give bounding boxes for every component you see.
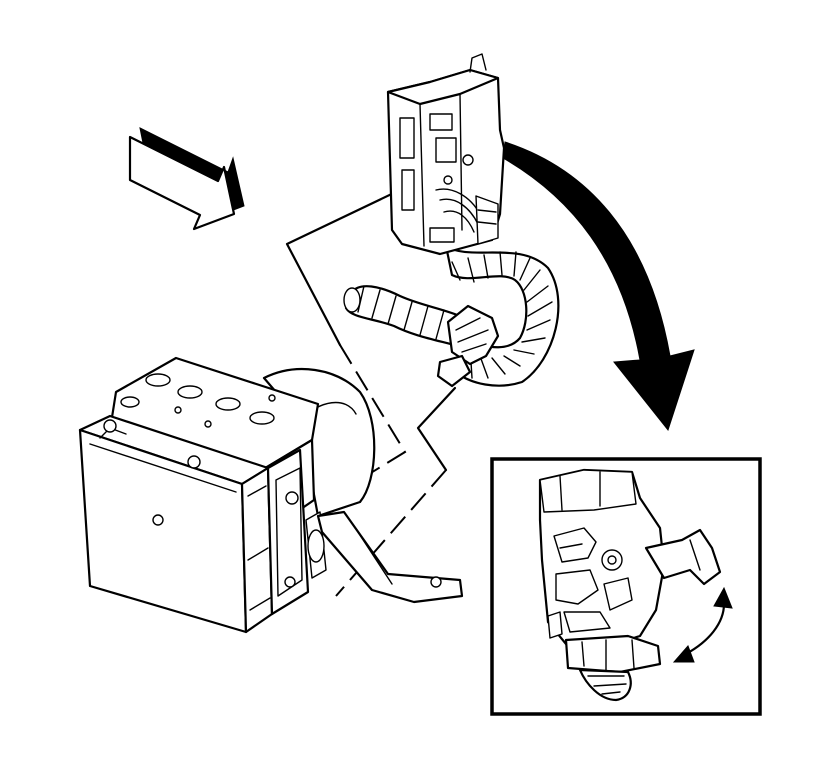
rotation-arrow — [502, 141, 695, 432]
harness-clip — [436, 304, 500, 388]
leader-lines — [285, 188, 457, 597]
electrical-connector — [386, 53, 506, 256]
detail-inset — [490, 457, 762, 716]
direction-arrow — [128, 127, 245, 231]
abs-module-assembly — [78, 356, 376, 634]
mounting-bracket — [316, 510, 464, 604]
